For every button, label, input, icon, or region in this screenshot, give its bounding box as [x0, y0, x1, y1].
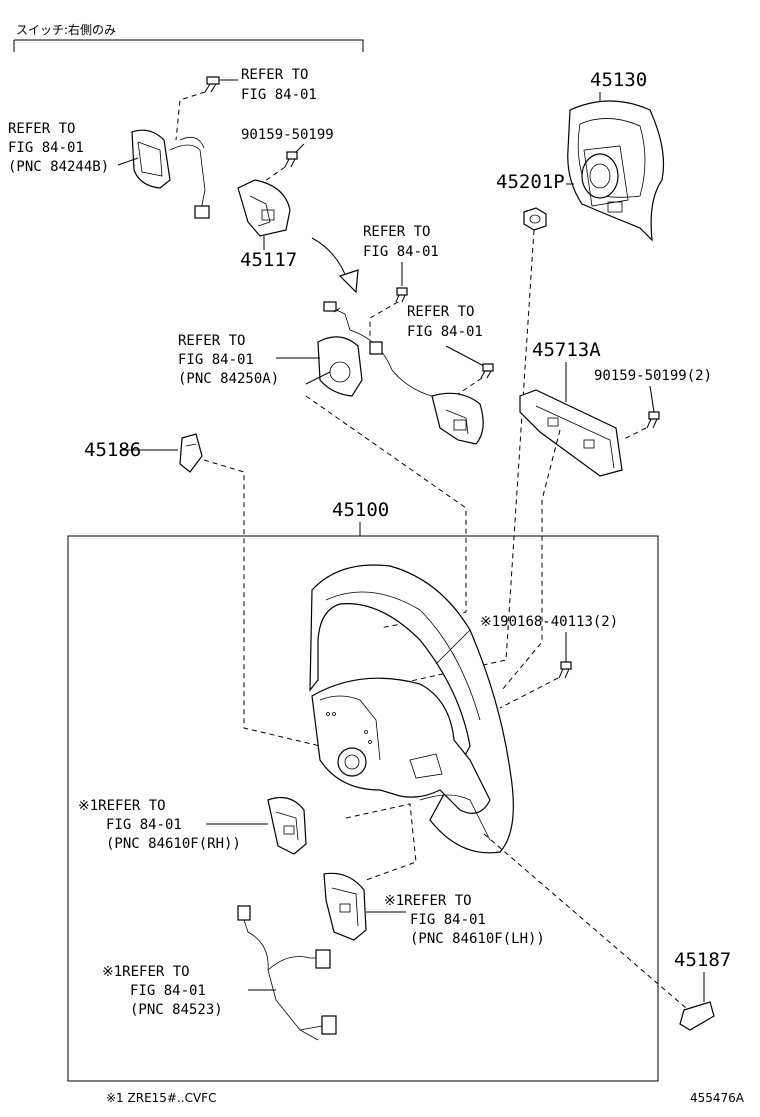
label-45117: 45117 [240, 249, 297, 271]
ref-left-switch-3: (PNC 84244B) [8, 159, 109, 175]
label-45713a: 45713A [532, 339, 601, 361]
nut-45201p [523, 207, 547, 231]
ref-top-screw-2: FIG 84-01 [241, 87, 317, 103]
switch-lh [323, 872, 367, 941]
part-45117 [237, 179, 291, 237]
screw-top [204, 76, 220, 93]
footer-note: ※1 ZRE15#..CVFC [106, 1091, 216, 1105]
switch-left-part [131, 129, 210, 219]
ref-rh-2: FIG 84-01 [106, 817, 182, 833]
header-bracket [13, 39, 364, 52]
switch-note: スイッチ:右側のみ [16, 22, 116, 37]
ref-top-screw-1: REFER TO [241, 67, 308, 83]
screw-mid [395, 287, 408, 303]
label-90168-40113: ※190168-40113(2) [480, 614, 618, 630]
ref-right-screw-1: REFER TO [407, 304, 474, 320]
steering-wheel [309, 564, 514, 854]
ref-harness-3: (PNC 84523) [130, 1002, 223, 1018]
ref-spiral-1: REFER TO [178, 333, 245, 349]
label-45201p: 45201P [496, 171, 565, 193]
spiral-cable [317, 301, 484, 445]
label-45187: 45187 [674, 949, 731, 971]
switch-rh [267, 797, 307, 855]
figure-id: 455476A [690, 1091, 745, 1105]
label-90159-50199: 90159-50199 [241, 127, 334, 143]
ref-spiral-2: FIG 84-01 [178, 352, 254, 368]
ref-harness-1: ※1REFER TO [102, 964, 190, 980]
label-45186: 45186 [84, 439, 141, 461]
bolt-90168 [558, 661, 572, 679]
ref-right-screw-2: FIG 84-01 [407, 324, 483, 340]
bolt-90159-a [284, 151, 298, 168]
ref-mid-screw-2: FIG 84-01 [363, 244, 439, 260]
label-45130: 45130 [590, 69, 647, 91]
assembly-box-45100 [67, 535, 659, 1082]
cap-45186 [179, 433, 203, 473]
label-45100: 45100 [332, 499, 389, 521]
cover-45713a [519, 389, 623, 477]
ref-spiral-3: (PNC 84250A) [178, 371, 279, 387]
bolt-90159-b [646, 411, 660, 429]
ref-rh-1: ※1REFER TO [78, 798, 166, 814]
cap-45187 [679, 1001, 715, 1031]
airbag-45130 [567, 100, 665, 242]
ref-left-switch-1: REFER TO [8, 121, 75, 137]
ref-mid-screw-1: REFER TO [363, 224, 430, 240]
ref-lh-3: (PNC 84610F(LH)) [410, 931, 545, 947]
ref-lh-2: FIG 84-01 [410, 912, 486, 928]
ref-lh-1: ※1REFER TO [384, 893, 472, 909]
ref-left-switch-2: FIG 84-01 [8, 140, 84, 156]
ref-harness-2: FIG 84-01 [130, 983, 206, 999]
ref-rh-3: (PNC 84610F(RH)) [106, 836, 241, 852]
screw-right [480, 363, 494, 379]
wire-harness [237, 905, 337, 1041]
label-90159-50199-2: 90159-50199(2) [594, 368, 712, 384]
